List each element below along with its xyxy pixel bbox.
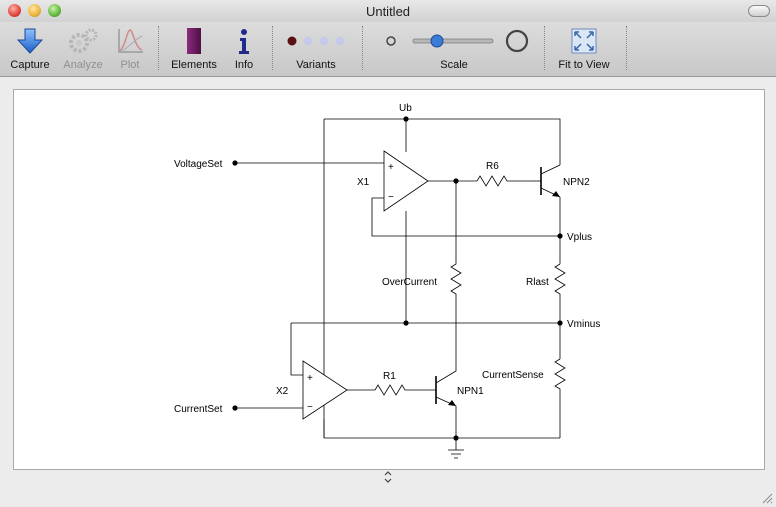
toolbar: Capture Analyze Plot Elements [0, 22, 776, 77]
schematic-canvas[interactable]: Ub VoltageSet CurrentSet X1 X2 R6 R1 NPN… [13, 89, 765, 470]
title-bar[interactable]: Untitled [0, 0, 776, 22]
capture-button[interactable]: Capture [4, 22, 56, 76]
variants-button[interactable]: Variants [280, 22, 352, 76]
fit-to-view-label: Fit to View [558, 59, 610, 71]
fit-to-view-icon [571, 28, 597, 54]
variant-dot [319, 36, 329, 46]
plot-button[interactable]: Plot [110, 22, 150, 76]
window-title: Untitled [365, 4, 411, 19]
x1-minus-sign: − [388, 192, 394, 203]
elements-label: Elements [171, 59, 217, 71]
label-vminus: Vminus [567, 319, 600, 330]
zoom-in-icon[interactable] [505, 29, 529, 53]
transistor-arrows [448, 191, 560, 406]
label-r1: R1 [383, 371, 396, 382]
label-npn2: NPN2 [563, 177, 590, 188]
variants-label: Variants [296, 59, 336, 71]
scale-control[interactable]: Scale [376, 22, 532, 76]
toolbar-toggle-button[interactable] [748, 5, 770, 17]
scale-label: Scale [440, 59, 468, 71]
plot-icon [118, 29, 143, 53]
bottom-bar [0, 486, 776, 507]
label-currentsense: CurrentSense [482, 370, 544, 381]
junction-dots [232, 116, 563, 441]
capture-label: Capture [10, 59, 50, 71]
scale-track[interactable] [412, 38, 494, 44]
label-ub: Ub [399, 103, 412, 114]
scale-slider[interactable] [379, 26, 529, 56]
label-current-set: CurrentSet [174, 404, 223, 415]
toolbar-separator [362, 26, 363, 70]
capture-arrow-icon [16, 28, 44, 54]
variant-active-dot [287, 36, 297, 46]
label-x2: X2 [276, 386, 289, 397]
elements-icon [187, 28, 201, 54]
label-vplus: Vplus [567, 232, 592, 243]
variant-dot [335, 36, 345, 46]
toolbar-separator [158, 26, 159, 70]
close-button[interactable] [8, 4, 21, 17]
schematic-drawing[interactable]: Ub VoltageSet CurrentSet X1 X2 R6 R1 NPN… [14, 90, 764, 469]
toolbar-separator [272, 26, 273, 70]
label-overcurrent: OverCurrent [382, 277, 437, 288]
analyze-button[interactable]: Analyze [58, 22, 108, 76]
label-npn1: NPN1 [457, 386, 484, 397]
x1-plus-sign: + [388, 162, 394, 173]
label-voltage-set: VoltageSet [174, 159, 223, 170]
toolbar-separator [626, 26, 627, 70]
wires [235, 118, 566, 459]
variants-dots-icon [287, 36, 345, 46]
label-rlast: Rlast [526, 277, 549, 288]
x2-plus-sign: + [307, 373, 313, 384]
info-icon [239, 29, 249, 54]
fit-to-view-button[interactable]: Fit to View [552, 22, 616, 76]
label-x1: X1 [357, 177, 370, 188]
analyze-label: Analyze [63, 59, 103, 71]
label-r6: R6 [486, 161, 499, 172]
plot-label: Plot [120, 59, 140, 71]
zoom-button[interactable] [48, 4, 61, 17]
info-label: Info [234, 59, 254, 71]
toolbar-separator [544, 26, 545, 70]
minimize-button[interactable] [28, 4, 41, 17]
zoom-out-icon[interactable] [386, 36, 396, 46]
x2-minus-sign: − [307, 402, 313, 413]
info-button[interactable]: Info [226, 22, 262, 76]
gears-icon [69, 28, 98, 53]
splitter-grip-icon [384, 471, 392, 483]
splitter-handle[interactable] [382, 470, 394, 484]
scale-thumb[interactable] [430, 34, 444, 48]
variant-dot [303, 36, 313, 46]
elements-button[interactable]: Elements [166, 22, 222, 76]
resize-grip-icon[interactable] [761, 492, 773, 504]
